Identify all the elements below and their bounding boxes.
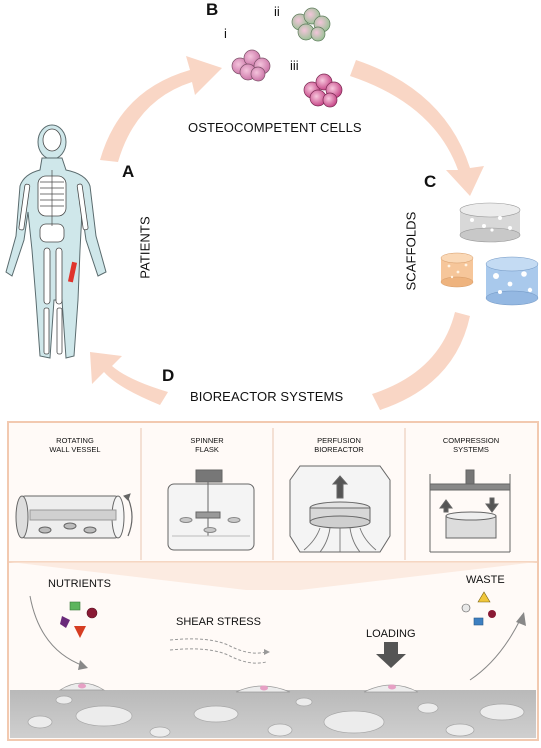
panel-letter-d: D xyxy=(162,366,175,385)
cycle-arrow-patients-to-cells xyxy=(100,56,222,162)
cycle-arrow-bioreactor-to-patients xyxy=(90,352,168,405)
patient-figure xyxy=(5,124,107,359)
bone-substrate xyxy=(10,682,536,738)
shear-stress-arrowhead xyxy=(264,649,270,655)
scaffolds-label: SCAFFOLDS xyxy=(403,211,419,291)
perfusion-bioreactor-icon xyxy=(289,465,391,553)
loading-arrow xyxy=(376,642,406,668)
loading-label: LOADING xyxy=(366,628,416,640)
cell-label-iii: iii xyxy=(290,58,299,73)
scaffold-blue xyxy=(485,256,539,306)
spinner-flask-icon xyxy=(167,469,255,551)
scaffold-orange xyxy=(440,252,474,288)
rotating-wall-vessel-icon xyxy=(15,493,133,539)
bone-defect-marker xyxy=(67,261,78,283)
shear-stress-lines xyxy=(169,638,267,664)
cells-title: OSTEOCOMPETENT CELLS xyxy=(188,120,362,135)
shear-stress-label: SHEAR STRESS xyxy=(176,616,261,628)
compression-systems-icon xyxy=(429,469,511,553)
cell-label-i: i xyxy=(224,26,227,41)
panel-letter-a: A xyxy=(122,162,135,181)
waste-particles xyxy=(461,591,526,681)
cycle-arrow-scaffolds-to-bioreactor xyxy=(372,312,470,410)
panel-letter-b: B xyxy=(206,0,219,19)
cell-cluster-iii xyxy=(303,73,343,108)
cell-cluster-i xyxy=(231,49,271,82)
bioreactor-title: BIOREACTOR SYSTEMS xyxy=(190,389,344,404)
cycle-arrow-cells-to-scaffolds xyxy=(350,60,484,196)
scaffold-grey xyxy=(459,202,521,243)
nutrient-particles xyxy=(29,595,98,670)
waste-label: WASTE xyxy=(466,574,505,586)
cycle-arrows xyxy=(90,56,484,410)
cell-label-ii: ii xyxy=(274,4,280,19)
cell-cluster-ii xyxy=(291,7,331,42)
patients-label: PATIENTS xyxy=(137,216,153,279)
nutrients-label: NUTRIENTS xyxy=(48,578,111,590)
panel-letter-c: C xyxy=(424,172,437,191)
